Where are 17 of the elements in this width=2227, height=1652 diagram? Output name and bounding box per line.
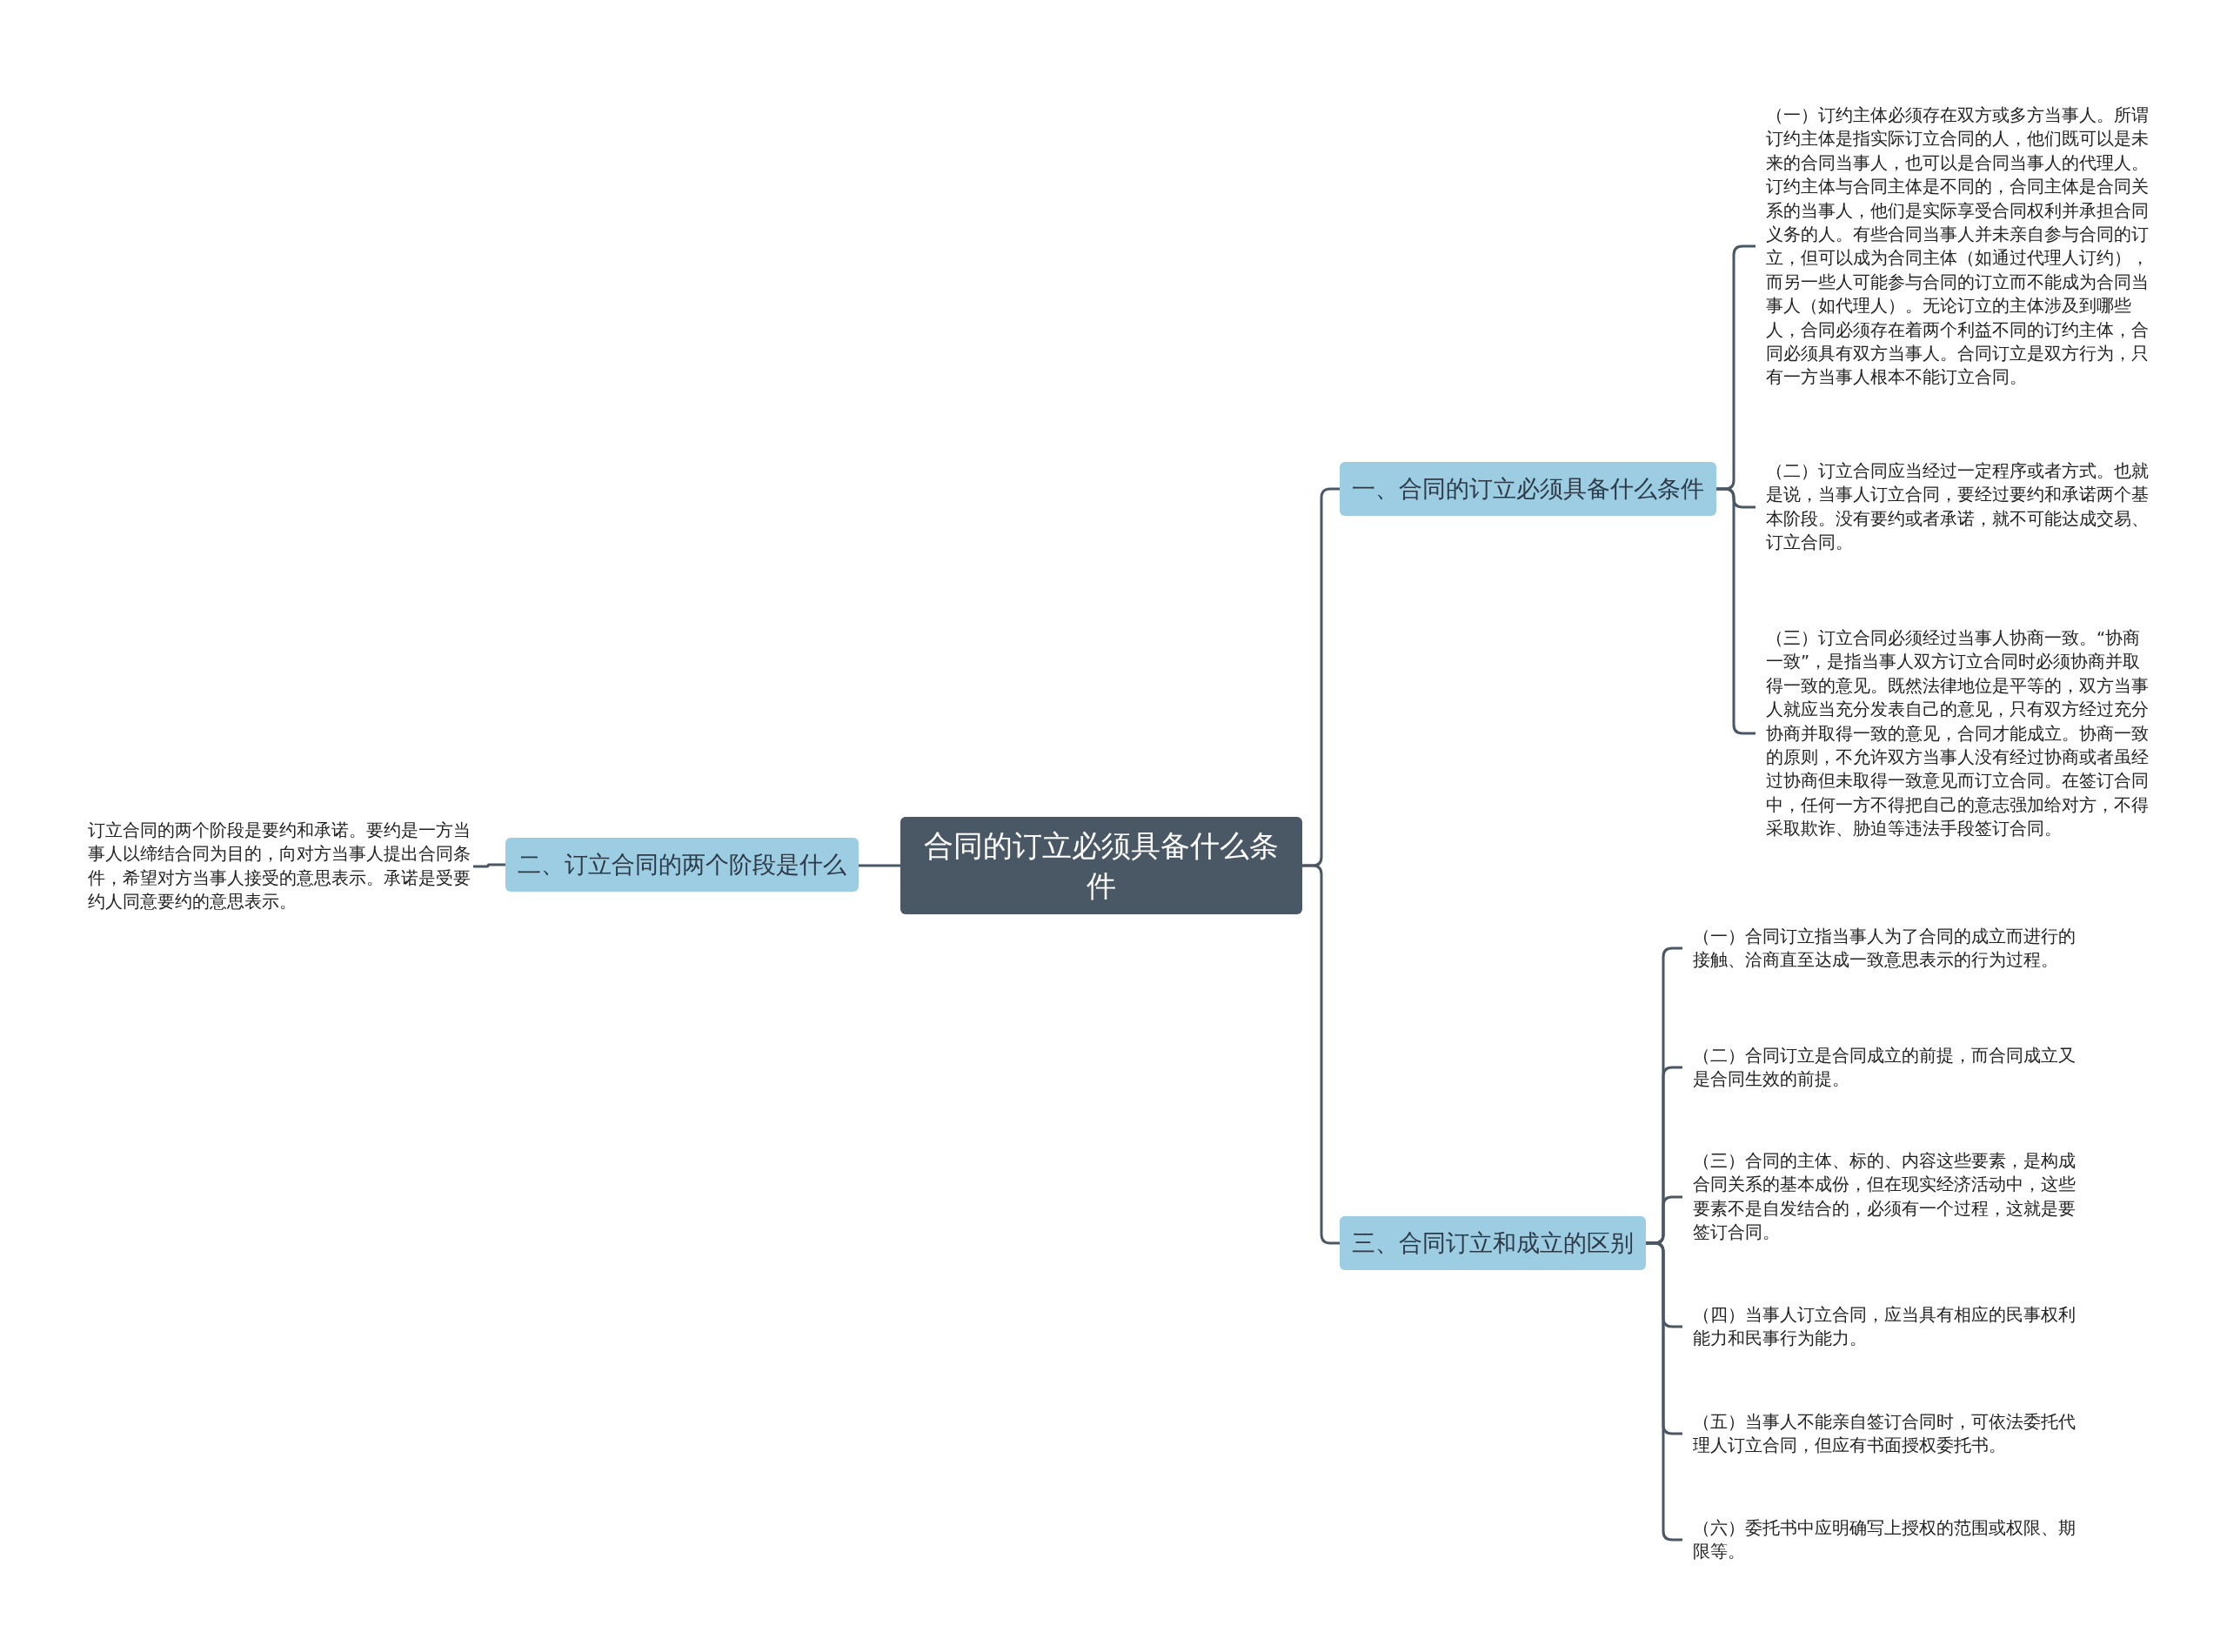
- note-text: （三）合同的主体、标的、内容这些要素，是构成合同关系的基本成份，但在现实经济活动中，这些要素不是自发结合的，必须有一个过程，这就是要签订合同。: [1682, 1149, 2078, 1245]
- note-text: （一）合同订立指当事人为了合同的成立而进行的接触、洽商直至达成一致意思表示的行为过程。: [1682, 924, 2078, 973]
- note-text: （四）当事人订立合同，应当具有相应的民事权利能力和民事行为能力。: [1682, 1302, 2078, 1351]
- central-topic-box: 合同的订立必须具备什么条件: [900, 817, 1302, 914]
- topic-box: 一、合同的订立必须具备什么条件: [1340, 462, 1716, 516]
- topic-box: 三、合同订立和成立的区别: [1340, 1216, 1646, 1270]
- note-text: （一）订约主体必须存在双方或多方当事人。所谓订约主体是指实际订立合同的人，他们既可以是未来的合同当事人，也可以是合同当事人的代理人。订约主体与合同主体是不同的，合同主体是合同关系的当事人，他们是实际享受合同权利并承担合同义务的人。有些合同当事人并未亲自参与合同的订立，但可以成为合同主体（如通过代理人订约），而另一些人可能参与合同的订立而不能成为合同当事人（如代理人）。无论订立的主体涉及到哪些人，合同必须存在着两个利益不同的订约主体，合同必须具有双方当事人。合同订立是双方行为，只有一方当事人根本不能订立合同。: [1756, 103, 2149, 390]
- connector-line: [1302, 864, 1340, 1245]
- note-text: （二）合同订立是合同成立的前提，而合同成立又是合同生效的前提。: [1682, 1043, 2078, 1092]
- note-text: （五）当事人不能亲自签订合同时，可依法委托代理人订立合同，但应有书面授权委托书。: [1682, 1409, 2078, 1458]
- connector-line: [473, 863, 505, 868]
- note-text: （六）委托书中应明确写上授权的范围或权限、期限等。: [1682, 1515, 2078, 1564]
- note-text: （二）订立合同应当经过一定程序或者方式。也就是说，当事人订立合同，要经过要约和承诺两个基本阶段。没有要约或者承诺，就不可能达成交易、订立合同。: [1756, 459, 2149, 555]
- note-text: （三）订立合同必须经过当事人协商一致。“协商一致”，是指当事人双方订立合同时必须协商并取得一致的意见。既然法律地位是平等的，双方当事人就应当充分发表自己的意见，只有双方经过充分协商并取得一致的意见，合同才能成立。协商一致的原则，不允许双方当事人没有经过协商或者虽经过协商但未取得一致意见而订立合同。在签订合同中，任何一方不得把自己的意志强加给对方，不得采取欺诈、胁迫等违法手段签订合同。: [1756, 625, 2149, 841]
- topic-box: 二、订立合同的两个阶段是什么: [505, 838, 859, 892]
- connector-line: [859, 864, 900, 867]
- note-text: 订立合同的两个阶段是要约和承诺。要约是一方当事人以缔结合同为目的，向对方当事人提出合同条件，希望对方当事人接受的意思表示。承诺是受要约人同意要约的意思表示。: [77, 819, 473, 914]
